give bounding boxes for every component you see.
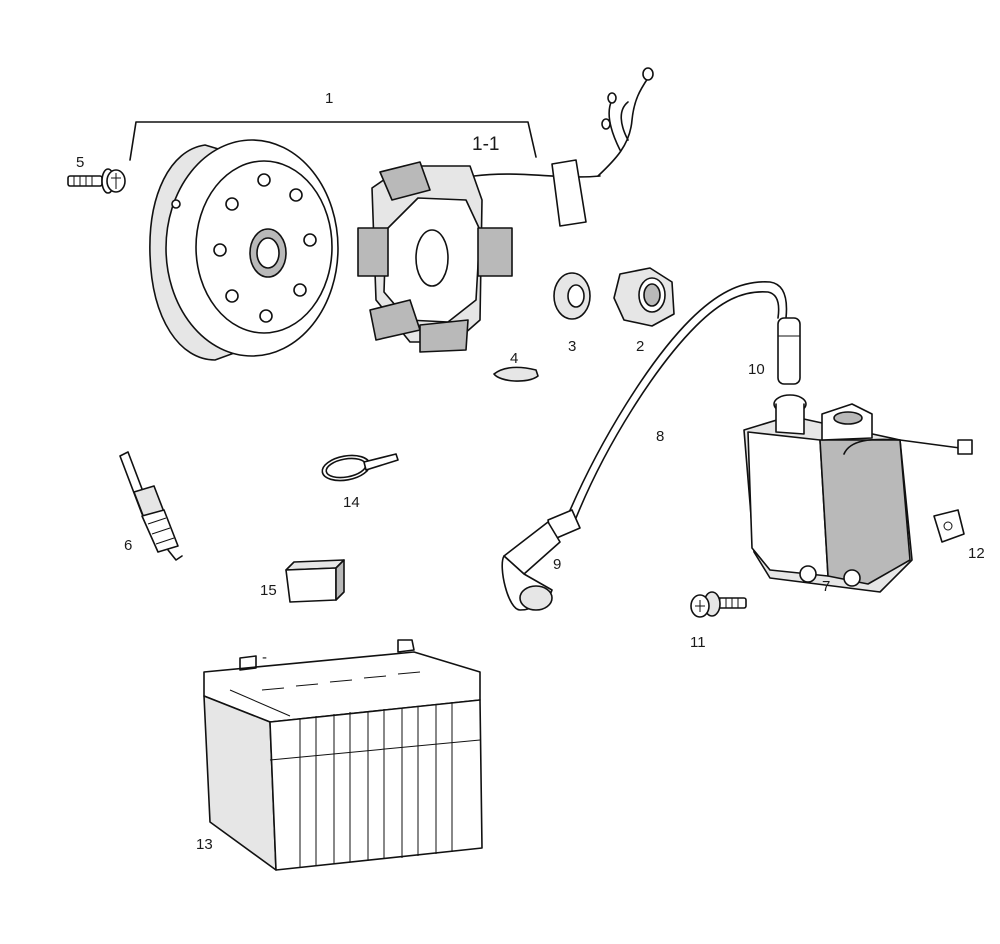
- flywheel-rotor: [149, 139, 339, 361]
- ignition-coil-part-7: [743, 394, 973, 593]
- cable-tie-part-14: [321, 453, 399, 482]
- callout-1-1: 1-1: [472, 134, 499, 155]
- ht-lead-part-8: [567, 281, 788, 519]
- stator-wire-harness: [551, 67, 654, 227]
- callout-6: 6: [124, 537, 132, 554]
- assembly-bracket: [129, 121, 537, 161]
- callout-3: 3: [568, 338, 576, 355]
- screw-part-5: [67, 168, 126, 194]
- plug-cap-part-10: [777, 317, 801, 385]
- woodruff-key-part-4: [493, 366, 539, 382]
- callout-14: 14: [343, 494, 360, 511]
- callout-12: 12: [968, 545, 985, 562]
- battery-part-13: -: [203, 639, 483, 871]
- nut-plate-part-12: [933, 509, 965, 543]
- spark-plug-part-6: [119, 451, 183, 561]
- callout-10: 10: [748, 361, 765, 378]
- callout-8: 8: [656, 428, 664, 445]
- callout-15: 15: [260, 582, 277, 599]
- hex-nut-part-2: [613, 267, 675, 327]
- stator-part-1-1: [357, 161, 601, 353]
- callout-11: 11: [690, 634, 706, 651]
- washer-part-3: [553, 272, 591, 320]
- callout-2: 2: [636, 338, 644, 355]
- callout-7: 7: [822, 578, 830, 595]
- callout-5: 5: [76, 154, 84, 171]
- terminal-minus-mark: -: [262, 649, 267, 666]
- callout-13: 13: [196, 836, 213, 853]
- fuse-block-part-15: [285, 559, 345, 603]
- callout-1: 1: [325, 90, 333, 107]
- callout-4: 4: [510, 350, 518, 367]
- callout-labels: 1 1-1 2 3 4 5 6 7 8 9 10 11 12 13 14 15: [76, 90, 985, 853]
- callout-9: 9: [553, 556, 561, 573]
- spark-plug-boot-part-9: [501, 509, 581, 611]
- screw-part-11: [690, 591, 747, 618]
